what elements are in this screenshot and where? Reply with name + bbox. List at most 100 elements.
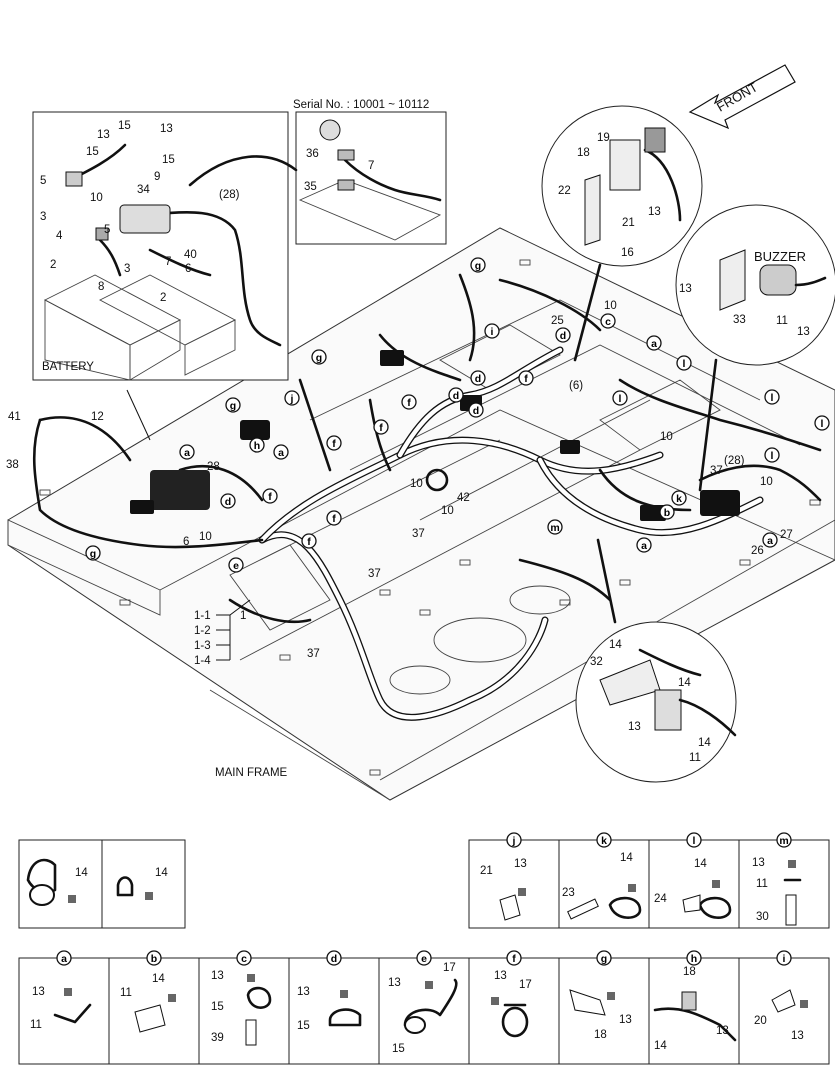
svg-text:f: f — [268, 491, 272, 503]
svg-text:a: a — [651, 338, 657, 350]
circled-letter-f: f — [326, 510, 342, 526]
callout: 11 — [689, 752, 701, 764]
svg-text:i: i — [783, 953, 786, 965]
battery-title: BATTERY — [42, 361, 94, 373]
circled-letter-m: m — [776, 832, 792, 848]
circled-letter-h: h — [249, 437, 265, 453]
callout: 13 — [619, 1014, 632, 1026]
callout: 11 — [756, 878, 768, 890]
callout: 15 — [392, 1043, 405, 1055]
callout: 13 — [494, 970, 507, 982]
svg-text:d: d — [475, 373, 481, 385]
callout: 5 — [40, 175, 46, 187]
callout: 13 — [752, 857, 765, 869]
svg-text:c: c — [241, 953, 247, 965]
svg-text:k: k — [601, 835, 607, 847]
svg-text:g: g — [601, 953, 607, 965]
callout: 28 — [207, 461, 220, 473]
circled-letter-k: k — [596, 832, 612, 848]
callout: 3 — [40, 211, 46, 223]
callout: 7 — [368, 160, 374, 172]
svg-text:b: b — [151, 953, 157, 965]
circled-letter-d: d — [448, 387, 464, 403]
callout: 24 — [654, 893, 667, 905]
svg-text:f: f — [407, 397, 411, 409]
callout: 23 — [562, 887, 575, 899]
callout: 5 — [104, 224, 110, 236]
svg-text:d: d — [560, 330, 566, 342]
callout: 10 — [90, 192, 103, 204]
callout: 15 — [118, 120, 131, 132]
svg-text:a: a — [61, 953, 67, 965]
callout: 16 — [621, 247, 634, 259]
callout: 3 — [124, 263, 130, 275]
top-plain-panels — [18, 839, 186, 929]
callout: 14 — [155, 867, 168, 879]
callout: 20 — [754, 1015, 767, 1027]
buzzer-detail — [675, 204, 835, 492]
callout: 15 — [86, 146, 99, 158]
callout: 22 — [558, 185, 571, 197]
callout: 7 — [165, 256, 171, 268]
svg-text:j: j — [290, 393, 294, 405]
callout: 14 — [678, 677, 691, 689]
svg-text:i: i — [491, 326, 494, 338]
callout: 14 — [152, 973, 165, 985]
callout: 13 — [679, 283, 692, 295]
callout: (28) — [724, 455, 745, 467]
callout: 39 — [211, 1032, 224, 1044]
callout: 35 — [304, 181, 317, 193]
svg-text:h: h — [691, 953, 697, 965]
circled-letter-c: c — [600, 313, 616, 329]
callout: 17 — [443, 962, 456, 974]
svg-text:g: g — [230, 400, 236, 412]
svg-text:d: d — [453, 390, 459, 402]
svg-text:a: a — [767, 535, 773, 547]
callout: 11 — [120, 987, 132, 999]
circled-letter-d: d — [468, 402, 484, 418]
svg-text:a: a — [184, 447, 190, 459]
circled-letter-f: f — [326, 435, 342, 451]
callout: 17 — [519, 979, 532, 991]
callout: 13 — [716, 1025, 729, 1037]
callout: 14 — [620, 852, 633, 864]
circled-letter-j: j — [284, 390, 300, 406]
circled-letter-i: i — [484, 323, 500, 339]
callout: 19 — [597, 132, 610, 144]
circled-letter-g: g — [311, 349, 327, 365]
svg-text:f: f — [332, 513, 336, 525]
circled-letter-g: g — [225, 397, 241, 413]
svg-text:a: a — [641, 540, 647, 552]
callout: 37 — [368, 568, 381, 580]
callout: 13 — [514, 858, 527, 870]
circled-letter-g: g — [596, 950, 612, 966]
callout: 10 — [660, 431, 673, 443]
svg-text:g: g — [316, 352, 322, 364]
callout: 25 — [551, 315, 564, 327]
circled-letter-l: l — [676, 355, 692, 371]
callout: 15 — [297, 1020, 310, 1032]
callout: 13 — [628, 721, 641, 733]
circled-letter-f: f — [301, 533, 317, 549]
circled-letter-f: f — [262, 488, 278, 504]
svg-text:f: f — [379, 422, 383, 434]
callout: 15 — [162, 154, 175, 166]
callout: 18 — [683, 966, 696, 978]
svg-text:f: f — [332, 438, 336, 450]
callout: 2 — [50, 259, 56, 271]
svg-text:c: c — [605, 316, 611, 328]
callout: 33 — [733, 314, 746, 326]
circled-letter-k: k — [671, 490, 687, 506]
callout: 38 — [6, 459, 19, 471]
circled-letter-m: m — [547, 519, 563, 535]
svg-text:f: f — [524, 373, 528, 385]
callout: 11 — [776, 315, 788, 327]
callout: 13 — [160, 123, 173, 135]
callout: 8 — [98, 281, 104, 293]
serial-number-label: Serial No. : 10001 ~ 10112 — [293, 99, 429, 111]
circled-letter-l: l — [814, 415, 830, 431]
lower-detail — [575, 538, 737, 783]
callout: 37 — [307, 648, 320, 660]
circled-letter-l: l — [686, 832, 702, 848]
